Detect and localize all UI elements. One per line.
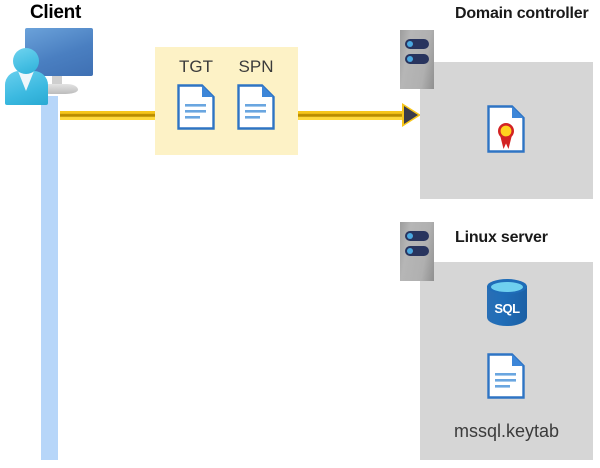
linux-server-title: Linux server xyxy=(455,229,548,246)
client-lifeline xyxy=(41,96,58,460)
arrow-line-right xyxy=(293,111,407,120)
client-label: Client xyxy=(30,2,81,23)
monitor-neck-icon xyxy=(52,76,62,87)
arrow-line-left xyxy=(60,111,158,120)
person-collar-icon xyxy=(18,71,34,91)
domain-controller-server-icon xyxy=(400,30,434,89)
monitor-base-icon xyxy=(38,84,78,94)
server-bay-icon xyxy=(405,39,429,49)
sql-database-icon: SQL xyxy=(487,279,527,333)
certificate-document-icon xyxy=(487,105,525,153)
arrow-head-icon xyxy=(404,106,418,124)
spn-document-icon xyxy=(237,84,275,130)
spn-label: SPN xyxy=(238,57,274,76)
sql-database-label: SQL xyxy=(494,301,520,316)
person-head-icon xyxy=(13,48,39,74)
tgt-document-icon xyxy=(177,84,215,130)
linux-server-icon xyxy=(400,222,434,281)
keytab-document-icon xyxy=(487,353,525,399)
server-bay-icon xyxy=(405,246,429,256)
domain-controller-title: Domain controller xyxy=(455,5,589,22)
server-bay-icon xyxy=(405,54,429,64)
tgt-label: TGT xyxy=(179,57,213,76)
server-bay-icon xyxy=(405,231,429,241)
keytab-filename-label: mssql.keytab xyxy=(453,421,560,441)
